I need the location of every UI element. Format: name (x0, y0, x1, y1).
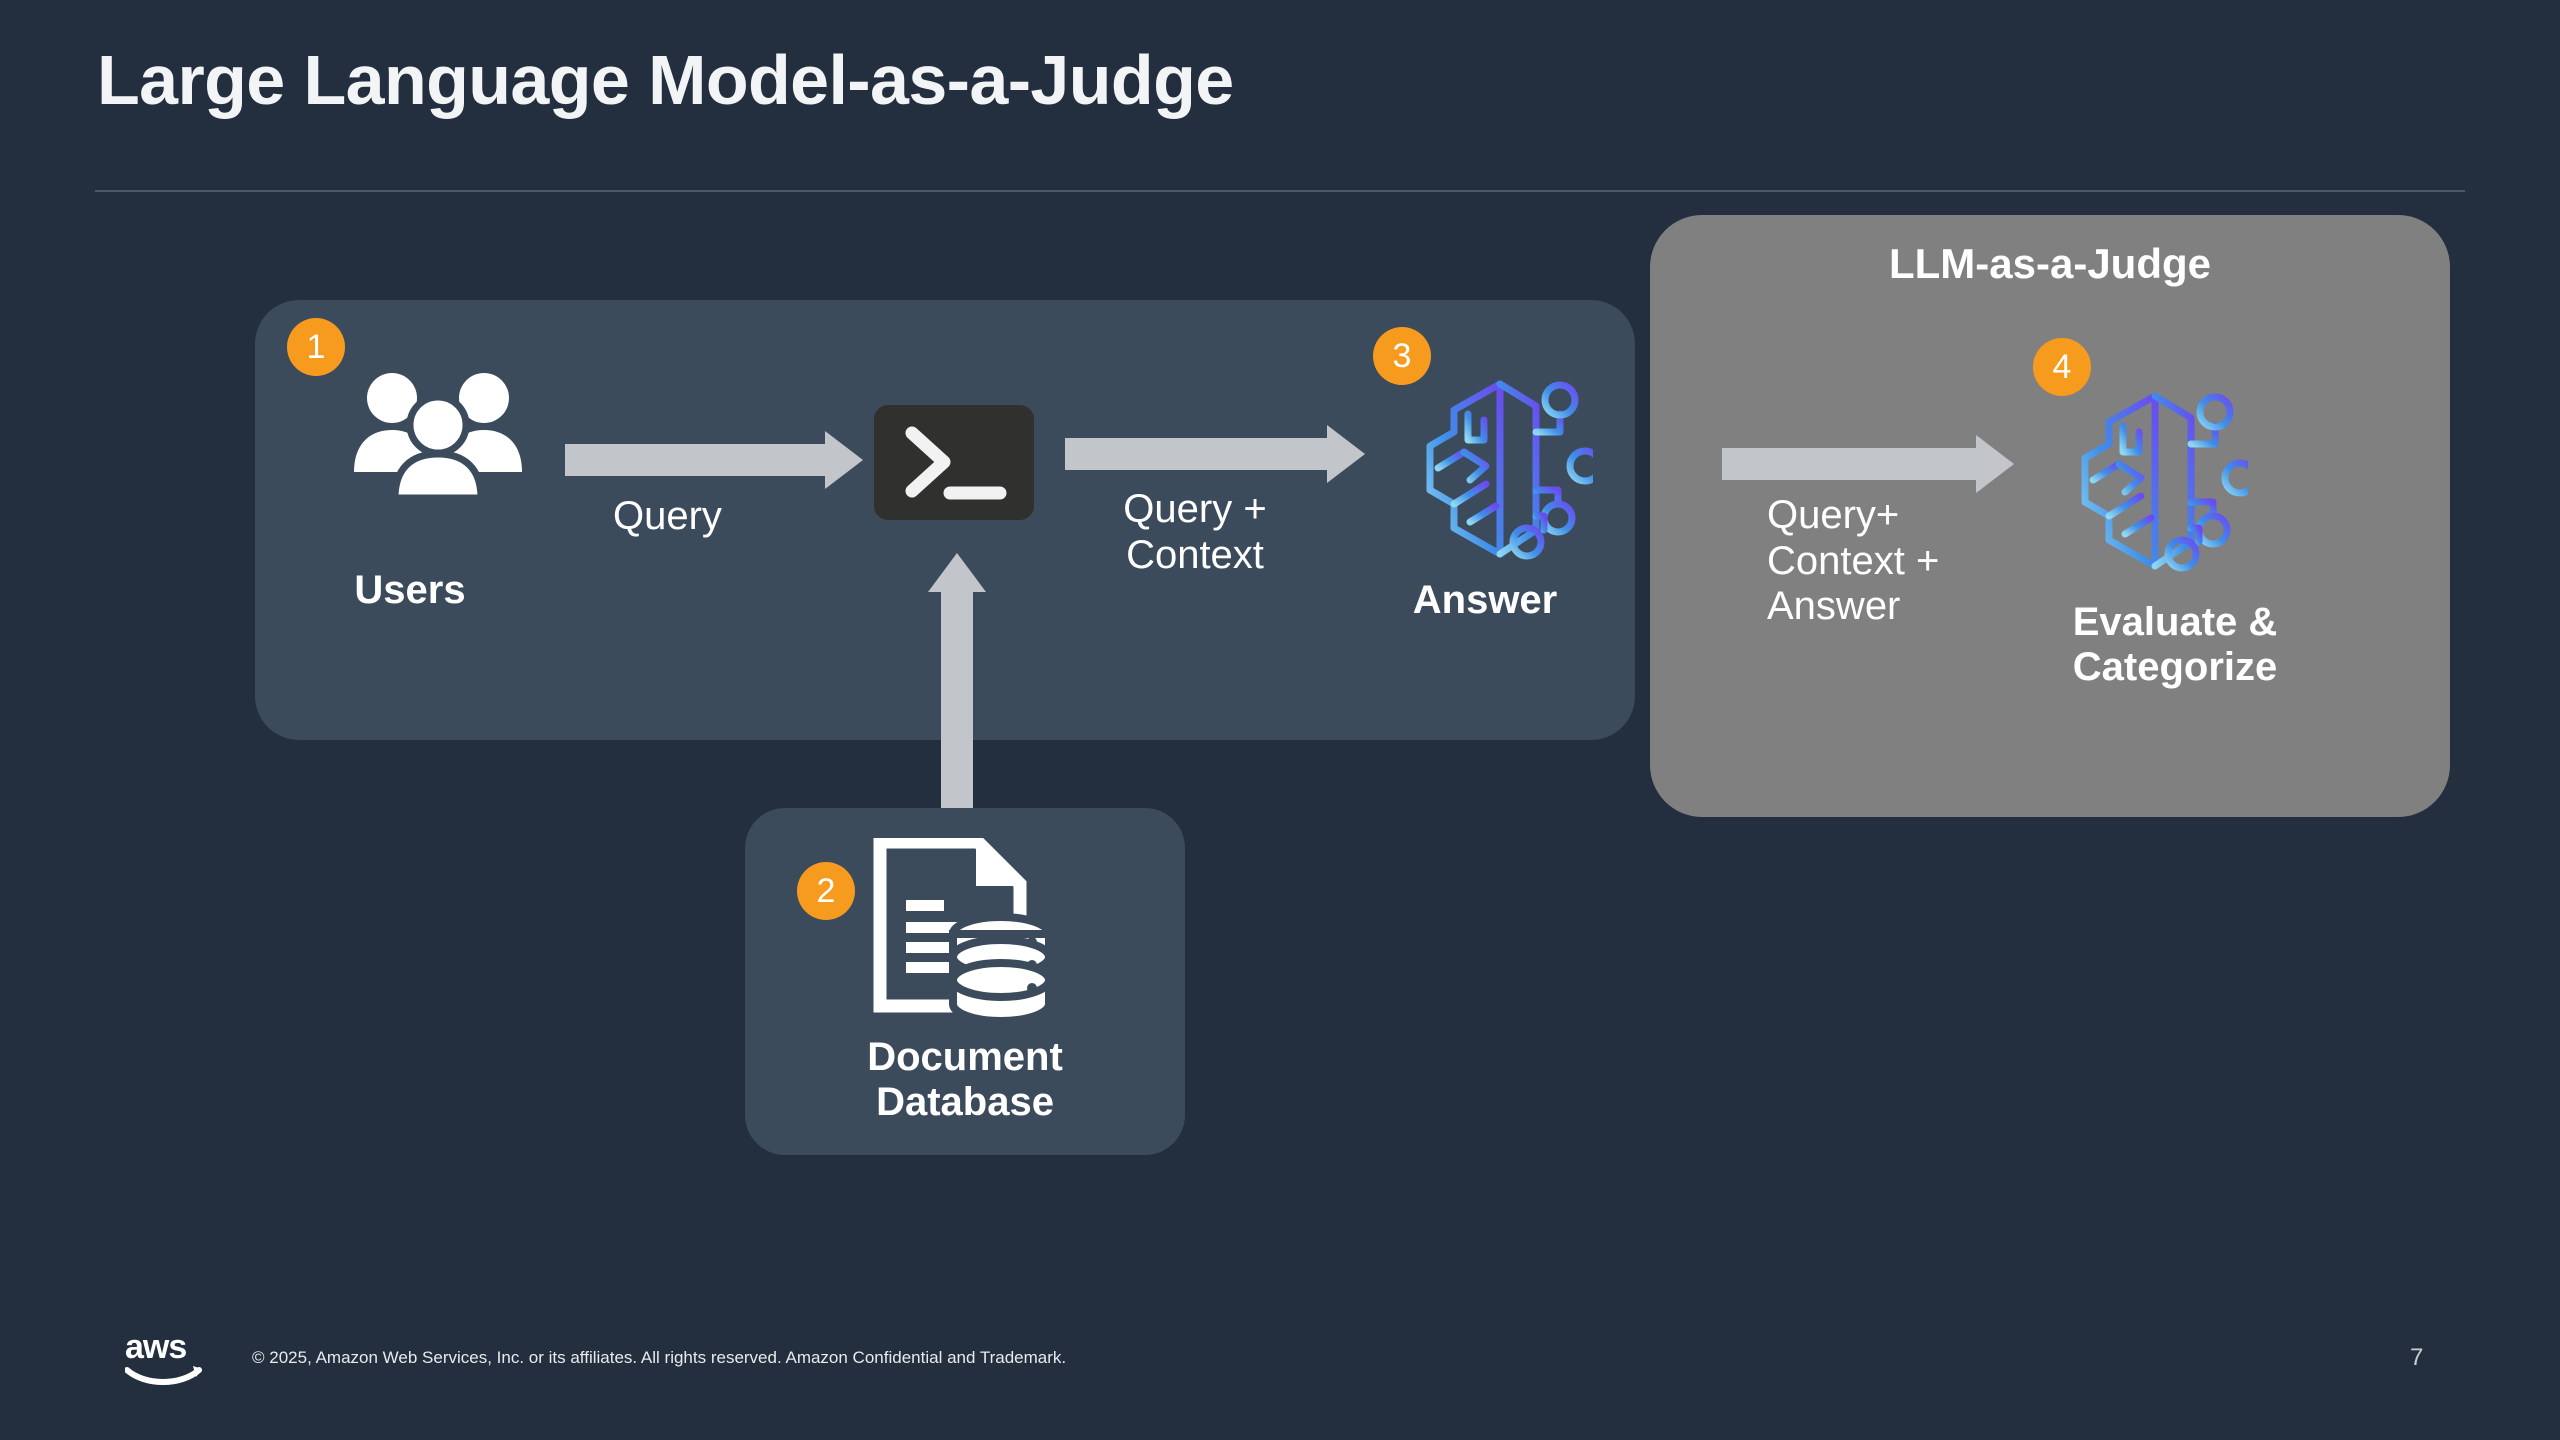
ai-brain-icon (2063, 382, 2259, 577)
document-database-icon (870, 835, 1060, 1028)
terminal-icon (874, 405, 1034, 520)
arrow-shaft (1722, 448, 1976, 480)
qca-line-2: Context + (1767, 538, 1940, 583)
arrow-shaft (941, 591, 973, 813)
ai-brain-icon (1408, 370, 1604, 565)
docdb-line-1: Document (867, 1035, 1063, 1079)
users-icon (348, 368, 528, 502)
evaluate-categorize-label: Evaluate & Categorize (2010, 600, 2340, 690)
answer-label: Answer (1412, 578, 1558, 622)
arrow-head (928, 553, 986, 592)
llm-as-a-judge-panel (1650, 215, 2450, 817)
ingest-arrow (928, 553, 986, 813)
arrow-head (825, 431, 863, 489)
qca-line-1: Query+ (1767, 493, 1900, 537)
query-context-arrow (1065, 425, 1365, 483)
aws-logo: aws (124, 1328, 205, 1388)
step-badge-1: 1 (287, 318, 345, 376)
svg-text:aws: aws (125, 1328, 186, 1366)
users-label: Users (354, 568, 466, 612)
document-database-label: Document Database (805, 1035, 1125, 1125)
query-context-answer-arrow (1722, 435, 2014, 493)
arrow-head (1976, 435, 2014, 493)
copyright-text: © 2025, Amazon Web Services, Inc. or its… (252, 1348, 1067, 1367)
title-divider (95, 190, 2465, 192)
query-context-answer-label: Query+ Context + Answer (1767, 493, 1939, 630)
step-badge-2: 2 (797, 862, 855, 920)
docdb-line-2: Database (876, 1079, 1054, 1124)
query-context-line-2: Context (1126, 532, 1264, 577)
llm-as-a-judge-title: LLM-as-a-Judge (1888, 240, 2211, 287)
page-title: Large Language Model-as-a-Judge (97, 41, 1234, 119)
query-arrow (565, 431, 863, 489)
arrow-shaft (565, 444, 827, 476)
step-badge-4: 4 (2033, 338, 2091, 396)
query-context-line-1: Query + (1123, 487, 1267, 531)
query-context-arrow-label: Query + Context (1105, 487, 1285, 578)
arrow-shaft (1065, 438, 1328, 470)
query-arrow-label: Query (613, 494, 722, 538)
arrow-head (1327, 425, 1365, 483)
evalcat-line-1: Evaluate & (2072, 600, 2278, 644)
qca-line-3: Answer (1767, 584, 1901, 629)
page-number: 7 (2410, 1344, 2424, 1371)
evalcat-line-2: Categorize (2072, 644, 2278, 689)
step-badge-3: 3 (1373, 327, 1431, 385)
